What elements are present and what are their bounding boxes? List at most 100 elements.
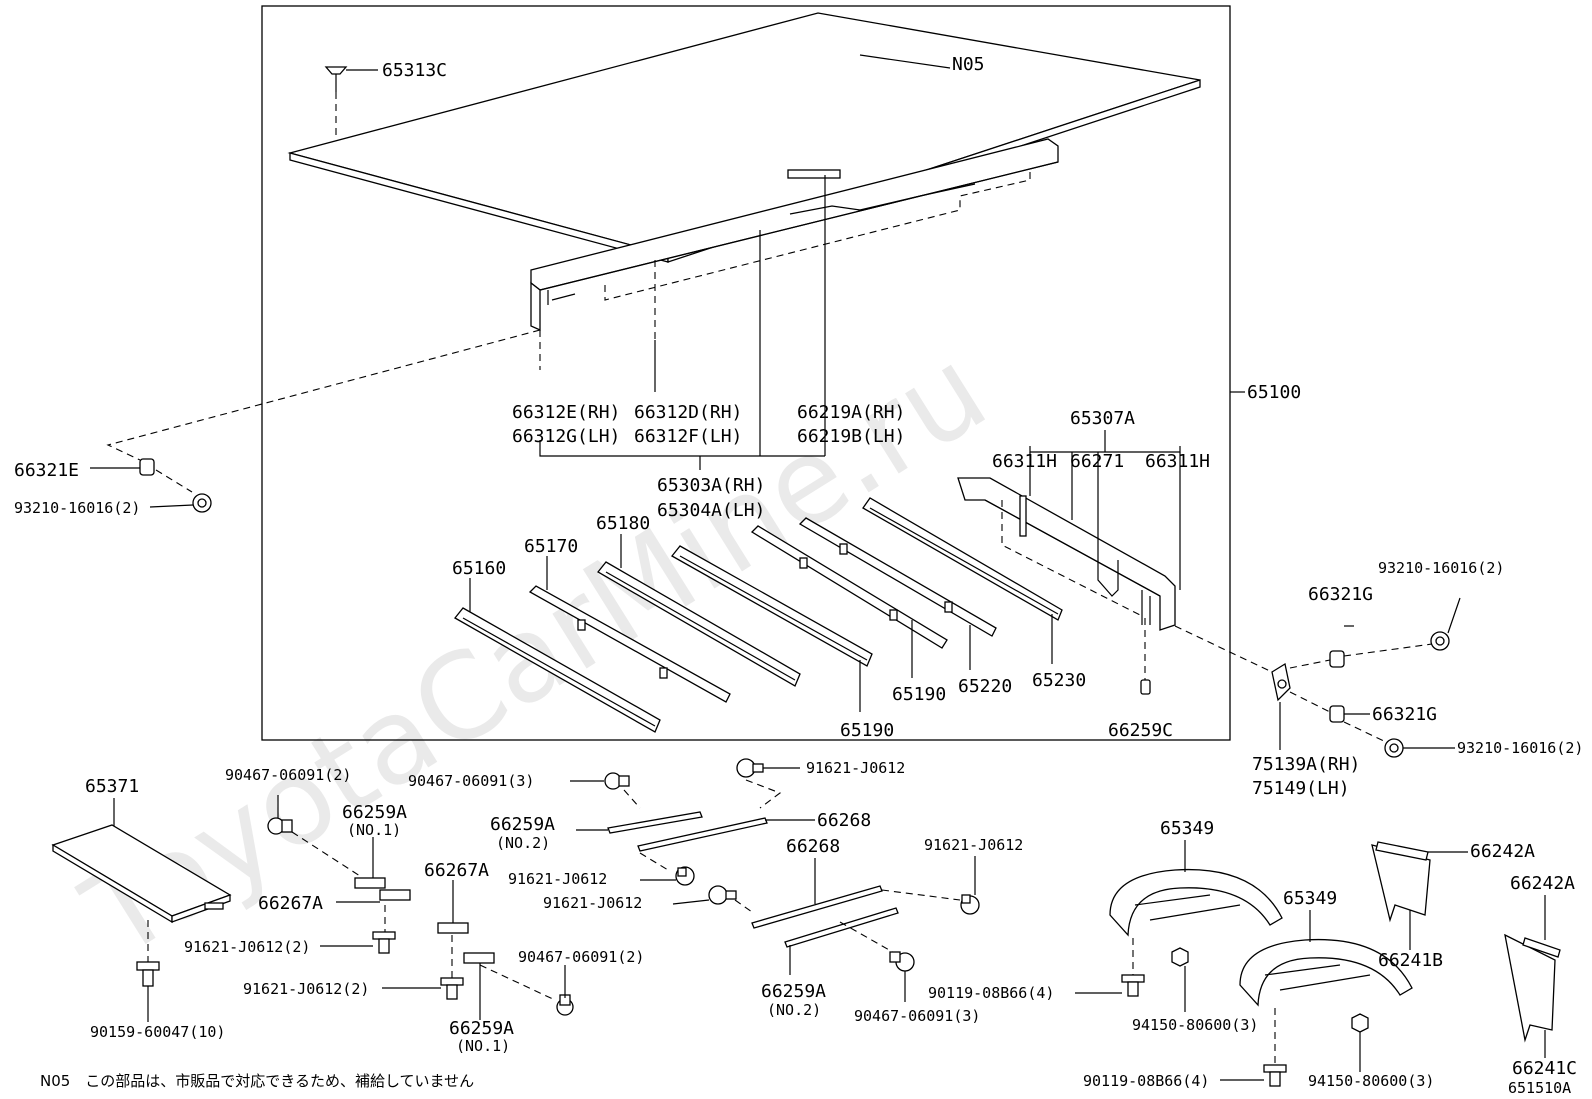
bolt-icon-90467-d [889, 951, 915, 972]
bolt-icon-91621-c [708, 885, 737, 905]
label-65313C: 65313C [382, 60, 447, 81]
label-66259A-no1-b: 66259A [449, 1018, 514, 1039]
bolt-icon-91621-b [675, 866, 695, 886]
label-93210-a: 93210-16016(2) [14, 499, 140, 517]
nut-icon-94150-b [1351, 1013, 1369, 1033]
nut-icon-94150-a [1171, 947, 1189, 967]
footnote-n05: N05 この部品は、市販品で対応できるため、補給していません [40, 1072, 474, 1090]
label-66311H-b: 66311H [1145, 451, 1210, 472]
label-65190-b: 65190 [892, 684, 946, 705]
strap-66259A-no2-a [607, 811, 703, 834]
crossmember-65190-a [671, 545, 873, 667]
label-66271: 66271 [1070, 451, 1124, 472]
label-66267A-a: 66267A [258, 893, 323, 914]
bolt-icon-91621-a [736, 758, 764, 778]
clip-icon-66321G-a [1329, 650, 1345, 668]
label-90119-a: 90119-08B66(4) [928, 984, 1054, 1002]
label-65371: 65371 [85, 776, 139, 797]
label-90119-b: 90119-08B66(4) [1083, 1072, 1209, 1090]
diagram-code: 651510A [1508, 1079, 1571, 1097]
screw-icon-65313C [324, 66, 348, 92]
bolt-icon-93210-b [1430, 631, 1450, 651]
label-66321G-a: 66321G [1308, 584, 1373, 605]
rear-member-65307A [957, 470, 1176, 631]
label-93210-c: 93210-16016(2) [1457, 739, 1583, 757]
label-65100: 65100 [1247, 382, 1301, 403]
label-66241C: 66241C [1512, 1058, 1577, 1079]
label-90467-c: 90467-06091(2) [518, 948, 644, 966]
bolt-icon-93210-c [1384, 738, 1404, 758]
label-65304A: 65304A(LH) [657, 500, 765, 521]
label-65220: 65220 [958, 676, 1012, 697]
label-66259A-no2-b: 66259A [761, 981, 826, 1002]
label-66242A-a: 66242A [1470, 841, 1535, 862]
side-rail-65303A [530, 138, 1059, 332]
label-65349-b: 65349 [1283, 888, 1337, 909]
label-66321E: 66321E [14, 460, 79, 481]
crossmember-65160 [454, 607, 661, 733]
label-75139A: 75139A(RH) [1252, 754, 1360, 775]
clip-icon-66321E [139, 458, 155, 476]
bracket-icon-75139A [1271, 662, 1291, 702]
strap-66268-b [751, 885, 883, 929]
label-66268-b: 66268 [786, 836, 840, 857]
plate-65371 [51, 824, 232, 924]
crossmember-65170 [528, 585, 731, 703]
label-65349-a: 65349 [1160, 818, 1214, 839]
label-66311H-a: 66311H [992, 451, 1057, 472]
pin-icon-66259C [1140, 679, 1151, 695]
label-93210-b: 93210-16016(2) [1378, 559, 1504, 577]
fender-65349-a [1109, 868, 1283, 937]
label-65180: 65180 [596, 513, 650, 534]
clip-icon-66321G-b [1329, 705, 1345, 723]
crossmember-65190-b [750, 525, 948, 649]
label-66312F: 66312F(LH) [634, 426, 742, 447]
bracket-icon-66267A-a [379, 889, 411, 901]
label-94150-a: 94150-80600(3) [1132, 1016, 1258, 1034]
label-91621-2a: 91621-J0612(2) [184, 938, 310, 956]
label-91621-c: 91621-J0612 [543, 894, 642, 912]
bolt-icon-91621-2a [372, 931, 396, 954]
bolt-icon-90467-b [604, 772, 630, 790]
label-66219B: 66219B(LH) [797, 426, 905, 447]
label-no1-a: (NO.1) [347, 821, 401, 839]
label-n05: N05 [952, 54, 985, 75]
strip-66242A-a [1375, 841, 1429, 861]
strip-66242A-b [1522, 937, 1561, 958]
label-65170: 65170 [524, 536, 578, 557]
label-66241B: 66241B [1378, 950, 1443, 971]
label-no2-a: (NO.2) [496, 834, 550, 852]
label-66219A: 66219A(RH) [797, 402, 905, 423]
label-66259A-no1-a: 66259A [342, 802, 407, 823]
bolt-icon-90119-b [1263, 1064, 1287, 1087]
bolt-icon-91621-d [960, 894, 980, 915]
label-90467-d: 90467-06091(3) [854, 1007, 980, 1025]
label-91621-d: 91621-J0612 [924, 836, 1023, 854]
bracket-icon-66259A-no1-b [463, 952, 495, 964]
label-94150-b: 94150-80600(3) [1308, 1072, 1434, 1090]
label-66321G-b: 66321G [1372, 704, 1437, 725]
bolt-icon-90119-a [1121, 974, 1145, 997]
label-65190-a: 65190 [840, 720, 894, 741]
label-91621-b: 91621-J0612 [508, 870, 607, 888]
mudflap-66241C [1504, 933, 1556, 1043]
label-91621-2b: 91621-J0612(2) [243, 980, 369, 998]
bolt-icon-91621-2b [440, 977, 464, 1000]
label-66312E: 66312E(RH) [512, 402, 620, 423]
label-65307A: 65307A [1070, 408, 1135, 429]
label-90467-b: 90467-06091(3) [408, 772, 534, 790]
label-90159: 90159-60047(10) [90, 1023, 225, 1041]
label-66259A-no2-a: 66259A [490, 814, 555, 835]
bracket-icon-66267A-b [437, 922, 469, 934]
label-90467-a: 90467-06091(2) [225, 766, 351, 784]
bolt-icon-90467-a [267, 817, 293, 835]
label-65303A: 65303A(RH) [657, 475, 765, 496]
label-66242A-b: 66242A [1510, 873, 1575, 894]
label-65230: 65230 [1032, 670, 1086, 691]
strap-66259A-no2-b [784, 907, 899, 948]
label-66312D: 66312D(RH) [634, 402, 742, 423]
strap-66268-a [637, 817, 768, 852]
label-no1-b: (NO.1) [456, 1037, 510, 1055]
bolt-icon-93210-a [192, 493, 212, 513]
